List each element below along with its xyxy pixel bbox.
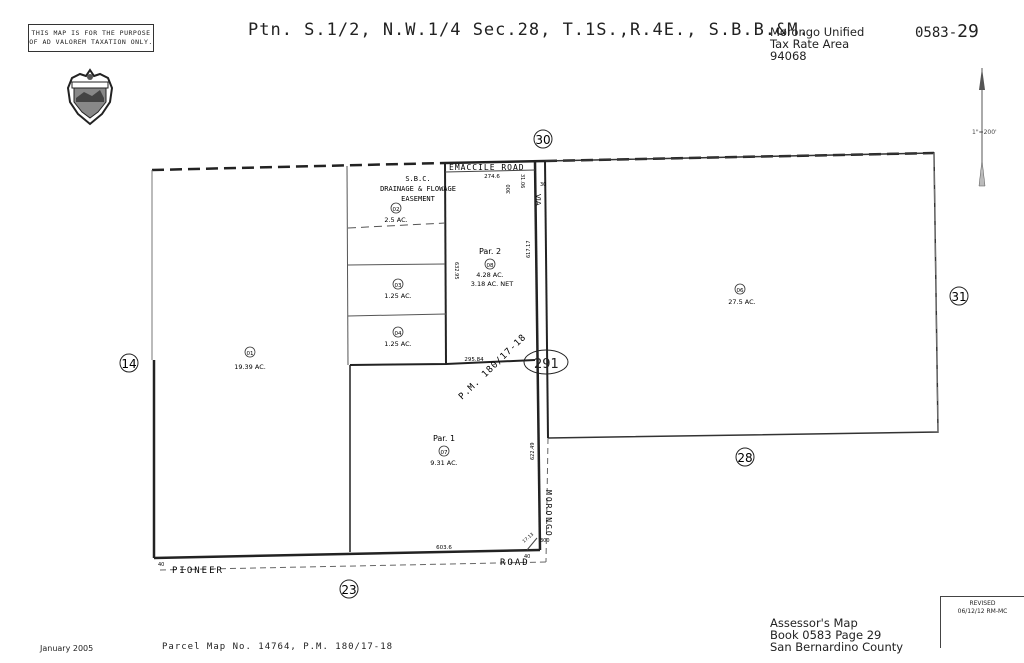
revised-label: REVISED [969,600,996,607]
parcel-01-east [346,165,349,366]
easement-line-1: S.B.C. [405,175,430,183]
svg-text:Par. 1: Par. 1 [433,434,455,443]
road-inner-line [444,169,536,173]
svg-text:Par. 2: Par. 2 [479,247,501,256]
svg-text:07: 07 [441,450,448,456]
assessor-book-page: Book 0583 Page 29 [770,628,882,642]
easement-line-3: EASEMENT [401,195,436,203]
assessor-title: Assessor's Map [770,616,858,630]
county-seal-icon [64,68,116,126]
assessor-block: Assessor's Map Book 0583 Page 29 San Ber… [770,617,903,653]
svg-text:19.39 AC.: 19.39 AC. [234,363,266,371]
tax-rate-area-label: Tax Rate Area [770,37,850,51]
adjacent-page-north: 30 [533,129,553,149]
parcel-08: Par. 2 08 4.28 AC. 3.18 AC. NET [471,247,514,288]
svg-text:3.18 AC. NET: 3.18 AC. NET [471,280,514,288]
svg-text:2.5 AC.: 2.5 AC. [384,216,407,224]
parcel-03-north [347,263,446,266]
revision-stamp: REVISED 06/12/12 RM-MC [940,596,1024,648]
parcel-06: 06 27.5 AC. [728,283,756,306]
easement-line-2: DRAINAGE & FLOWAGE [380,185,456,193]
par2-north [444,159,546,165]
page-number: 29 [957,21,979,42]
dim-7: 622.49 [530,443,536,461]
svg-text:04: 04 [395,331,402,337]
svg-text:03: 03 [395,283,402,289]
svg-text:27.5 AC.: 27.5 AC. [728,298,755,306]
page-ref-label: 291 [534,357,559,372]
svg-text:9.31 AC.: 9.31 AC. [430,459,457,467]
parcel-01: 01 19.39 AC. [234,346,266,371]
via-east-line [544,160,549,439]
adjacent-page-south: 23 [339,579,359,599]
morongo-west-line [533,161,542,551]
book-page-number: 0583-29 [915,21,979,42]
page-ref-ellipse [523,349,569,375]
svg-text:02: 02 [393,207,400,213]
dim-1: 274.6 [484,174,500,180]
parcel-07: Par. 1 07 9.31 AC. [430,434,457,467]
book-number: 0583- [915,25,958,41]
south-boundary [153,548,541,560]
dim-9: 40 [158,562,164,568]
parcel-03: 03 1.25 AC. [384,278,412,300]
disclaimer-line-2: OF AD VALOREM TAXATION ONLY. [29,38,153,46]
svg-text:14: 14 [121,357,136,371]
dim-6: 295.84 [464,357,484,363]
tax-rate-area-number: 94068 [770,49,807,63]
road-south-label: ROAD [500,558,530,568]
assessor-county: San Bernardino County [770,640,904,654]
pioneer-road-line [159,561,547,571]
par2-west [444,162,447,365]
tax-district-block: Morongo Unified Tax Rate Area 94068 [770,26,864,62]
north-arrow-icon [978,68,986,187]
svg-text:08: 08 [487,263,494,269]
map-date: January 2005 [40,644,94,653]
road-north-label: EMACCILE ROAD [449,163,525,172]
revised-date: 06/12/12 RM-MC [957,608,1008,615]
ad-valorem-disclaimer: THIS MAP IS FOR THE PURPOSE OF AD VALORE… [28,24,154,52]
dim-5: 617.17 [526,241,532,259]
school-district: Morongo Unified [770,25,865,39]
svg-text:4.28 AC.: 4.28 AC. [476,271,503,279]
dim-12: 30 [540,182,546,188]
parcel-04-north [347,313,447,317]
svg-text:06: 06 [737,288,744,294]
dim-11: 300 [540,538,550,544]
dim-8: 603.6 [436,545,452,551]
map-title: Ptn. S.1/2, N.W.1/4 Sec.28, T.1S.,R.4E.,… [248,20,810,40]
adjacent-page-southeast: 28 [735,447,755,467]
scale-label: 1"=200' [972,129,997,136]
dim-2: 31.06 [519,174,525,188]
dim-4: 632.95 [453,262,459,280]
svg-text:01: 01 [247,351,254,357]
road-morongo-label: MORONGO [544,490,553,538]
pm-reference-label: P.M. 180/17-18 [457,333,529,403]
dim-10: 40 [524,554,530,560]
parcel-06-boundary [544,152,939,439]
easement-line [347,222,446,229]
disclaimer-line-1: THIS MAP IS FOR THE PURPOSE [31,29,151,37]
adjacent-page-west: 14 [119,353,139,373]
svg-text:1.25 AC.: 1.25 AC. [384,292,411,300]
svg-text:31: 31 [951,290,966,304]
svg-text:1.25 AC.: 1.25 AC. [384,340,411,348]
road-pioneer-label: PIONEER [172,566,224,576]
svg-text:30: 30 [535,133,550,147]
svg-text:28: 28 [737,451,752,465]
dim-3: 300 [506,184,512,194]
parcel-02: 02 2.5 AC. [384,202,408,224]
svg-text:23: 23 [341,583,356,597]
parcel-map-reference: Parcel Map No. 14764, P.M. 180/17-18 [162,642,394,652]
adjacent-page-east: 31 [949,286,969,306]
road-via-label: VIA [534,194,542,206]
north-boundary-west [151,161,446,172]
par1-north [349,359,536,366]
parcel-04: 04 1.25 AC. [384,326,412,348]
